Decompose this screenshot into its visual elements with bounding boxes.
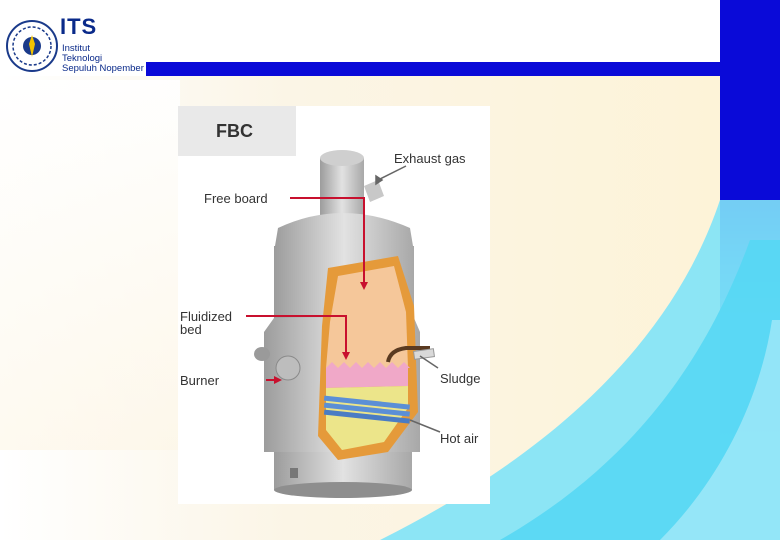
label-hot-air: Hot air <box>440 431 479 446</box>
fbc-incinerator-illustration <box>246 150 441 498</box>
its-emblem-icon <box>6 20 58 72</box>
wave-decoration <box>380 200 780 540</box>
logo-line-3: Sepuluh Nopember <box>62 63 144 74</box>
label-burner: Burner <box>180 373 220 388</box>
diagram-title: FBC <box>216 121 253 141</box>
diagram-title-tab <box>178 106 296 156</box>
header-blue-bar <box>146 62 720 76</box>
label-fluidized-bed-2: bed <box>180 322 202 337</box>
label-sludge: Sludge <box>440 371 481 386</box>
label-exhaust-gas: Exhaust gas <box>394 151 466 166</box>
logo-title: ITS <box>60 14 98 39</box>
fbc-diagram: FBC <box>178 106 490 504</box>
logo-line-2: Teknologi <box>62 53 103 64</box>
its-logo: ITS Institut Teknologi Sepuluh Nopember <box>0 0 146 80</box>
header-area <box>0 0 720 62</box>
label-fluidized-bed-1: Fluidized <box>180 309 233 324</box>
logo-line-1: Institut <box>62 43 90 54</box>
label-free-board: Free board <box>204 191 268 206</box>
left-decor-panel <box>0 80 180 450</box>
